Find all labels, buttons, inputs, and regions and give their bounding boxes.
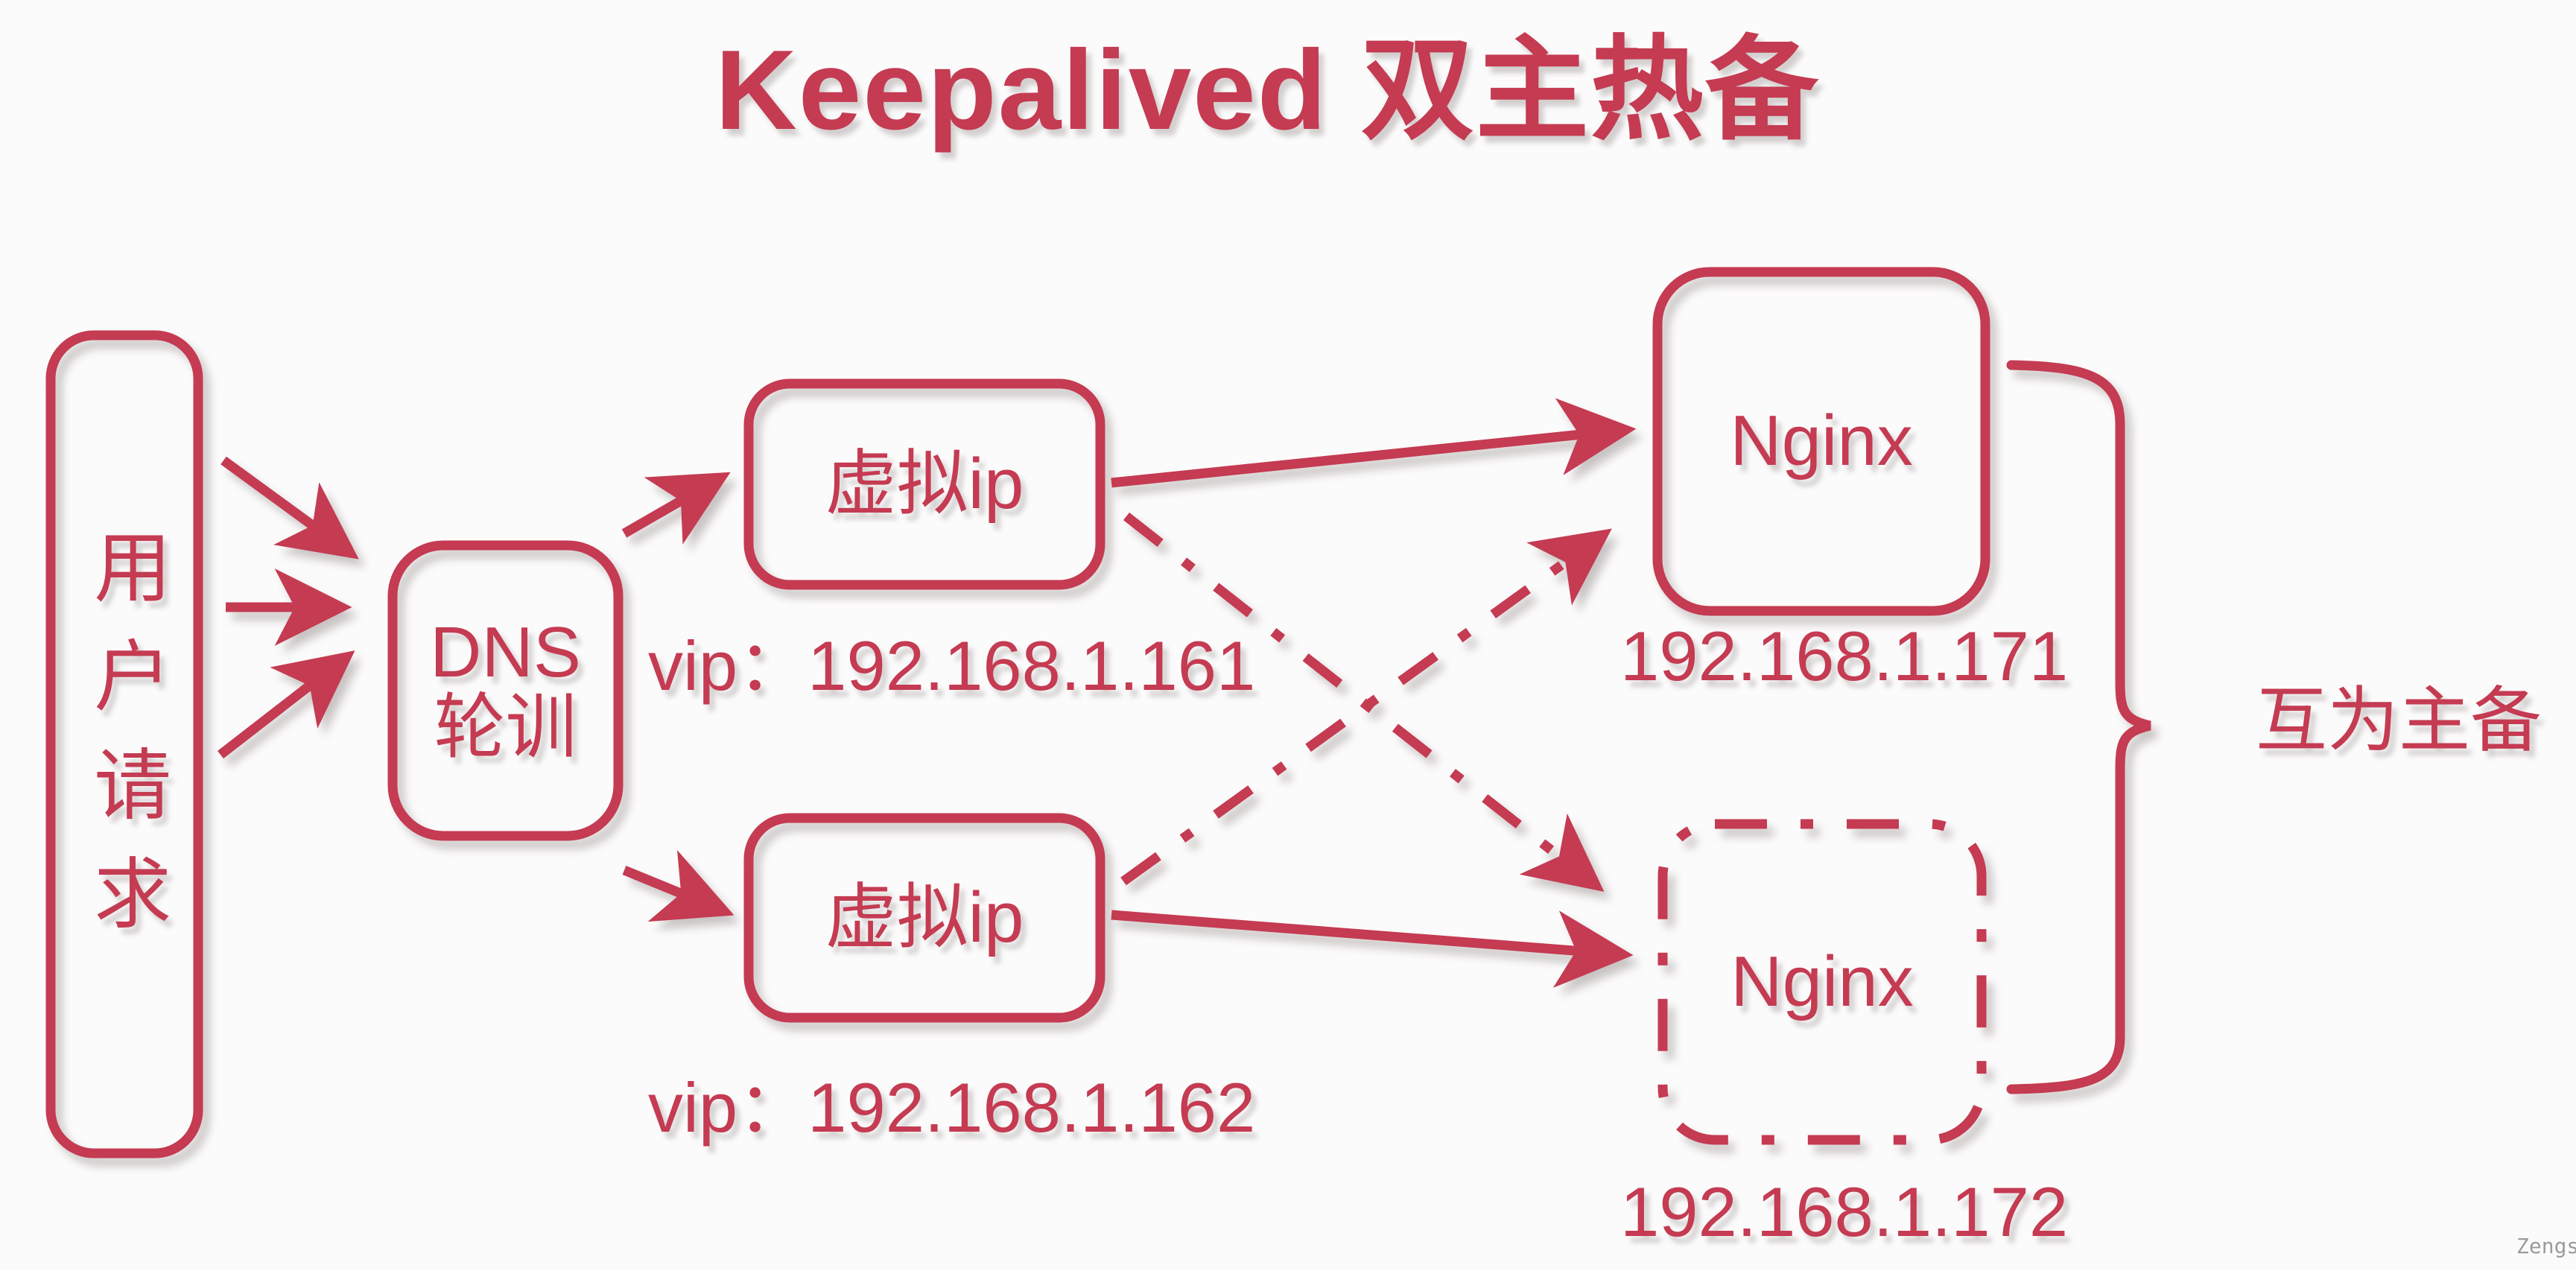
nginx-master-label: Nginx — [1730, 401, 1913, 481]
vip1-address-caption: vip：192.168.1.161 — [648, 627, 1256, 705]
virtual-ip-1-box — [743, 378, 1105, 590]
arrow-dns-to-vip2 — [622, 849, 735, 922]
mutual-backup-brace — [2006, 360, 2151, 1094]
nginx-backup-box — [1657, 819, 1987, 1145]
arrow-user-to-dns-bottom — [218, 650, 355, 759]
nginx-backup-address-caption: 192.168.1.172 — [1620, 1173, 2069, 1251]
arrow-vip1-to-nginx-master — [1111, 398, 1637, 488]
dns-label-line2: 轮训 — [434, 688, 577, 767]
virtual-ip-1-label: 虚拟ip — [825, 443, 1024, 524]
arrow-user-to-dns-top — [221, 456, 359, 560]
user-request-box — [45, 330, 203, 1159]
nginx-master-box — [1652, 267, 1990, 616]
page-title: Keepalived 双主热备 — [715, 27, 1820, 153]
virtual-ip-2-label: 虚拟ip — [825, 877, 1024, 957]
virtual-ip-2-box — [743, 813, 1105, 1023]
watermark-text: Zengsl — [2516, 1234, 2576, 1258]
arrow-vip2-to-nginx-backup — [1111, 910, 1634, 988]
user-request-label: 用户请求 — [81, 527, 168, 962]
dns-round-robin-label: DNS 轮训 — [393, 545, 618, 836]
dns-label-line1: DNS — [430, 612, 581, 693]
mutual-backup-label: 互为主备 — [2256, 681, 2542, 761]
arrow-dns-to-vip1 — [621, 472, 731, 545]
nginx-backup-label: Nginx — [1730, 941, 1914, 1021]
arrow-vip1-to-nginx-backup-failover — [1123, 512, 1605, 892]
nginx-master-address-caption: 192.168.1.171 — [1620, 617, 2069, 695]
vip2-address-caption: vip：192.168.1.162 — [648, 1068, 1256, 1147]
dns-round-robin-box — [387, 540, 624, 841]
arrow-vip2-to-nginx-master-failover — [1120, 528, 1612, 886]
